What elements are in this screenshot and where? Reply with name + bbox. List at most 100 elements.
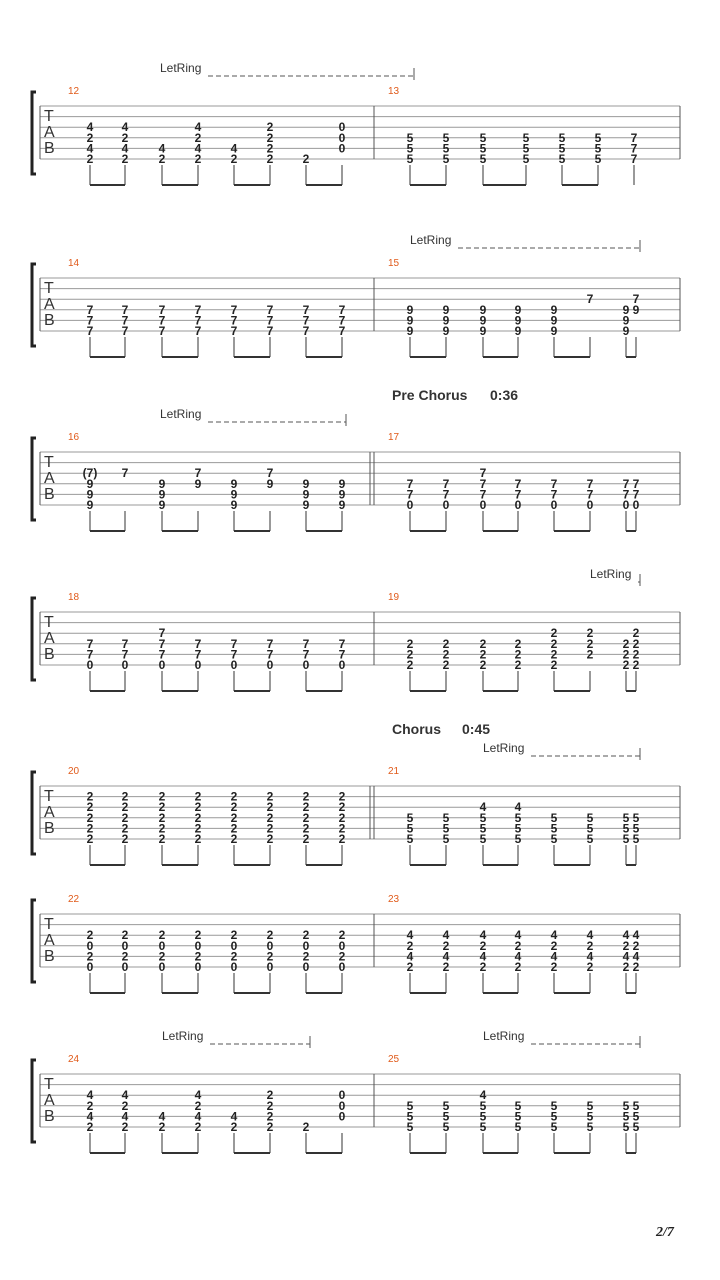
section-title: Chorus (392, 721, 441, 737)
fret-number: 2 (623, 960, 630, 974)
fret-number: 7 (195, 637, 202, 651)
fret-number: 2 (303, 1120, 310, 1134)
fret-number: 0 (303, 939, 310, 953)
fret-number: 2 (515, 647, 522, 661)
fret-number: 2 (480, 637, 487, 651)
fret-number: 7 (87, 313, 94, 327)
fret-number: 9 (339, 487, 346, 501)
fret-number: 2 (267, 832, 274, 846)
fret-number: 4 (87, 1088, 94, 1102)
fret-number: 2 (122, 800, 129, 814)
fret-number: 9 (515, 303, 522, 317)
fret-number: 4 (231, 1109, 238, 1123)
fret-number: 9 (267, 477, 274, 491)
fret-number: 2 (633, 626, 640, 640)
tab-clef-letter: A (44, 470, 55, 487)
fret-number: 9 (480, 324, 487, 338)
fret-number: 2 (267, 949, 274, 963)
fret-number: 5 (480, 152, 487, 166)
fret-number: 2 (339, 949, 346, 963)
fret-number: 5 (515, 821, 522, 835)
fret-number: 0 (231, 658, 238, 672)
fret-number: 7 (231, 324, 238, 338)
fret-number: 7 (339, 324, 346, 338)
fret-number: 2 (551, 647, 558, 661)
fret-number: 5 (480, 832, 487, 846)
fret-number: 2 (231, 800, 238, 814)
fret-number: 5 (407, 152, 414, 166)
fret-number: 7 (195, 303, 202, 317)
fret-number: 7 (339, 303, 346, 317)
fret-number: 4 (231, 141, 238, 155)
fret-number: 7 (633, 487, 640, 501)
bar-number: 19 (388, 592, 400, 603)
fret-number: 0 (159, 960, 166, 974)
fret-number: 9 (407, 303, 414, 317)
tab-system: TAB1877077077707707707707707701922222222… (30, 567, 681, 692)
fret-number: 7 (480, 477, 487, 491)
fret-number: 5 (515, 832, 522, 846)
fret-number: 2 (195, 928, 202, 942)
fret-number: 0 (122, 658, 129, 672)
fret-number: 2 (339, 821, 346, 835)
fret-number: 4 (195, 1109, 202, 1123)
fret-number: 7 (159, 313, 166, 327)
fret-number: 4 (551, 928, 558, 942)
fret-number: 0 (87, 960, 94, 974)
fret-number: 0 (443, 498, 450, 512)
fret-number: 5 (623, 832, 630, 846)
fret-number: 2 (623, 637, 630, 651)
fret-number: 5 (551, 1109, 558, 1123)
fret-number: 2 (267, 1099, 274, 1113)
fret-number: 7 (587, 292, 594, 306)
fret-number: 2 (443, 637, 450, 651)
fret-number: 0 (267, 658, 274, 672)
fret-number: 2 (159, 832, 166, 846)
fret-number: 5 (407, 811, 414, 825)
tab-clef-letter: B (44, 646, 55, 663)
fret-number: 2 (195, 811, 202, 825)
fret-number: 9 (623, 303, 630, 317)
fret-number: 2 (303, 152, 310, 166)
fret-number: 2 (122, 1120, 129, 1134)
fret-number: 5 (623, 1099, 630, 1113)
fret-number: 9 (231, 487, 238, 501)
fret-number: 7 (515, 487, 522, 501)
fret-number: 4 (407, 928, 414, 942)
fret-number: 2 (267, 131, 274, 145)
fret-number: 9 (633, 303, 640, 317)
fret-number: 4 (195, 141, 202, 155)
fret-number: 2 (267, 821, 274, 835)
fret-number: 9 (195, 477, 202, 491)
fret-number: 9 (339, 498, 346, 512)
bar-number: 12 (68, 86, 80, 97)
fret-number: 2 (339, 790, 346, 804)
fret-number: 2 (159, 790, 166, 804)
fret-number: 0 (587, 498, 594, 512)
fret-number: 2 (87, 1099, 94, 1113)
tab-clef-letter: A (44, 630, 55, 647)
fret-number: 2 (195, 1120, 202, 1134)
tab-clef-letter: A (44, 804, 55, 821)
fret-number: 5 (407, 821, 414, 835)
fret-number: 2 (633, 939, 640, 953)
fret-number: 5 (587, 1120, 594, 1134)
fret-number: 7 (633, 292, 640, 306)
bar-number: 22 (68, 894, 80, 905)
fret-number: 2 (122, 928, 129, 942)
fret-number: 0 (122, 960, 129, 974)
fret-number: 7 (551, 477, 558, 491)
fret-number: 9 (159, 487, 166, 501)
fret-number: 2 (87, 928, 94, 942)
tab-clef-letter: T (44, 788, 54, 805)
tab-clef-letter: A (44, 932, 55, 949)
fret-number: 7 (631, 131, 638, 145)
bar-number: 17 (388, 432, 400, 443)
fret-number: 2 (623, 647, 630, 661)
fret-number: 0 (87, 939, 94, 953)
fret-number: 0 (480, 498, 487, 512)
fret-number: 5 (480, 811, 487, 825)
fret-number: 5 (515, 1120, 522, 1134)
fret-number: (7) (83, 466, 98, 480)
fret-number: 9 (303, 477, 310, 491)
